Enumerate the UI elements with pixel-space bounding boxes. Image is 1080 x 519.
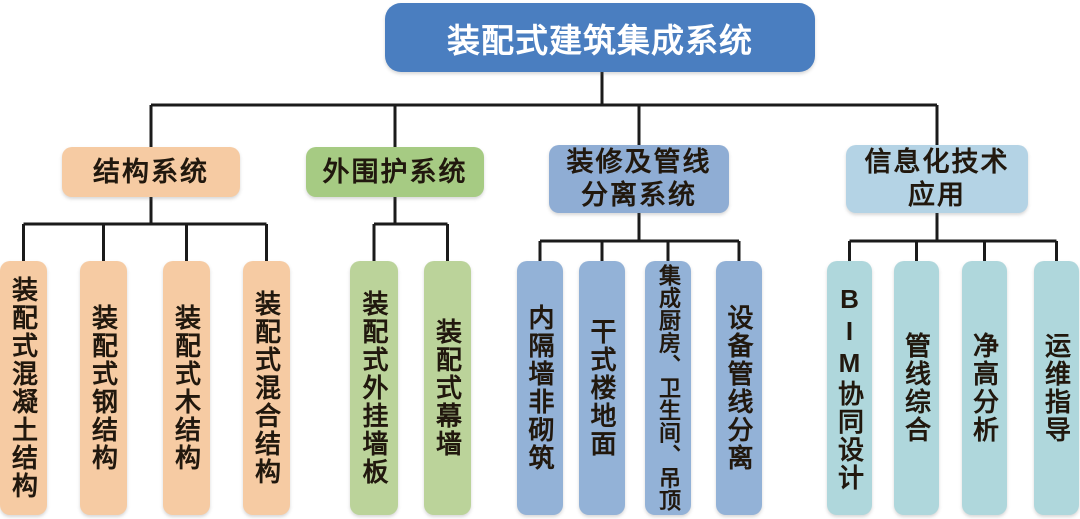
root-node: 装配式建筑集成系统 <box>385 3 815 72</box>
node-prefab-hybrid-structure: 装配式混合结构 <box>243 261 290 515</box>
branch-envelope-system: 外围护系统 <box>306 147 484 197</box>
node-om-guidance: 运维指导 <box>1034 261 1079 515</box>
node-exterior-wall-panel: 装配式外挂墙板 <box>350 261 398 515</box>
branch-it-application: 信息化技术 应用 <box>846 145 1028 213</box>
node-mep-separation: 设备管线分离 <box>716 261 762 515</box>
node-clearance-analysis: 净高分析 <box>962 261 1007 515</box>
branch-structure-system: 结构系统 <box>62 147 240 197</box>
node-non-masonry-partition: 内隔墙非砌筑 <box>517 261 563 515</box>
node-curtain-wall: 装配式幕墙 <box>424 261 471 515</box>
node-prefab-concrete-structure: 装配式混凝土结构 <box>0 261 47 515</box>
node-bim-collaborative-design: BIM协同设计 <box>827 261 872 515</box>
node-pipeline-integration: 管线综合 <box>894 261 939 515</box>
branch-mep-separation-system: 装修及管线 分离系统 <box>549 145 729 213</box>
node-prefab-steel-structure: 装配式钢结构 <box>80 261 127 515</box>
node-integrated-kitchen-bathroom-ceiling: 集成厨房、卫生间、吊顶 <box>645 261 691 515</box>
node-prefab-timber-structure: 装配式木结构 <box>163 261 210 515</box>
node-dry-floor: 干式楼地面 <box>579 261 625 515</box>
